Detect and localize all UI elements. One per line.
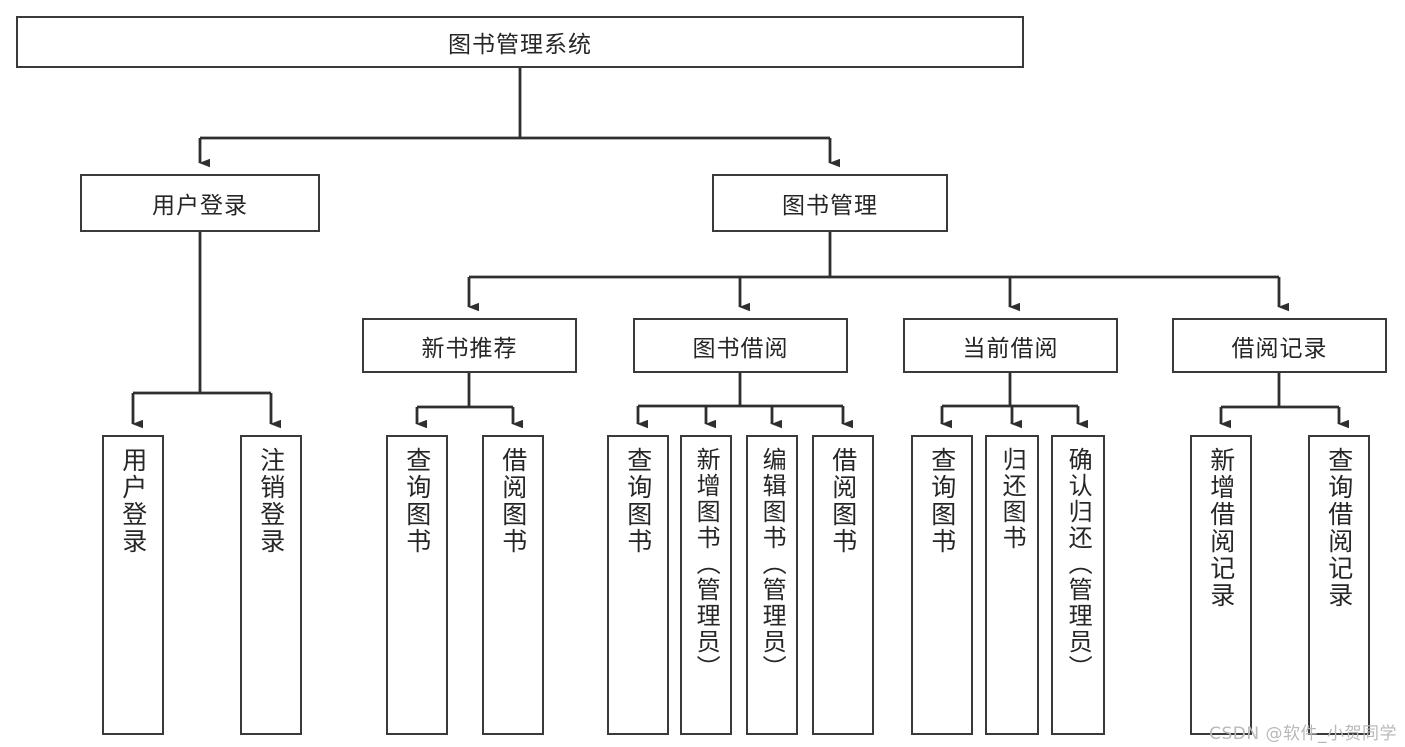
node-book-management-label: 图书管理: [782, 193, 878, 219]
leaf-edit-book-admin[interactable]: 编辑图书（管理员）: [746, 435, 798, 735]
leaf-borrow-book-recommend-label: 借阅图书: [498, 447, 528, 555]
leaf-add-book-admin-label: 新增图书（管理员）: [692, 447, 721, 681]
leaf-user-login-label: 用户登录: [118, 447, 148, 555]
node-current-borrow-label: 当前借阅: [962, 335, 1059, 362]
leaf-user-logout-label: 注销登录: [256, 447, 286, 555]
leaf-return-book-label: 归还图书: [998, 447, 1027, 551]
leaf-query-book-recommend[interactable]: 查询图书: [386, 435, 448, 735]
leaf-return-book[interactable]: 归还图书: [985, 435, 1039, 735]
node-user-login[interactable]: 用户登录: [80, 174, 320, 232]
leaf-confirm-return-admin[interactable]: 确认归还（管理员）: [1051, 435, 1105, 735]
node-root[interactable]: 图书管理系统: [16, 16, 1024, 68]
leaf-edit-book-admin-label: 编辑图书（管理员）: [758, 447, 787, 681]
node-user-login-label: 用户登录: [152, 193, 248, 219]
leaf-query-borrow-record-label: 查询借阅记录: [1324, 447, 1354, 609]
leaf-borrow-book-recommend[interactable]: 借阅图书: [482, 435, 544, 735]
leaf-add-book-admin[interactable]: 新增图书（管理员）: [680, 435, 732, 735]
leaf-confirm-return-admin-label: 确认归还（管理员）: [1064, 447, 1093, 681]
leaf-add-borrow-record[interactable]: 新增借阅记录: [1190, 435, 1252, 735]
leaf-borrow-book[interactable]: 借阅图书: [812, 435, 874, 735]
leaf-user-login[interactable]: 用户登录: [102, 435, 164, 735]
node-book-management[interactable]: 图书管理: [712, 174, 948, 232]
leaf-query-book-current-label: 查询图书: [927, 447, 957, 555]
node-book-borrow[interactable]: 图书借阅: [633, 318, 848, 373]
node-root-label: 图书管理系统: [448, 32, 592, 58]
node-current-borrow[interactable]: 当前借阅: [903, 318, 1118, 373]
node-new-book-recommend[interactable]: 新书推荐: [362, 318, 577, 373]
leaf-query-book-current[interactable]: 查询图书: [911, 435, 973, 735]
node-book-borrow-label: 图书借阅: [692, 335, 789, 362]
leaf-query-book-borrow-label: 查询图书: [623, 447, 653, 555]
node-borrow-record-label: 借阅记录: [1231, 335, 1328, 362]
leaf-query-book-borrow[interactable]: 查询图书: [607, 435, 669, 735]
leaf-add-borrow-record-label: 新增借阅记录: [1206, 447, 1236, 609]
node-borrow-record[interactable]: 借阅记录: [1172, 318, 1387, 373]
leaf-borrow-book-label: 借阅图书: [828, 447, 858, 555]
leaf-query-borrow-record[interactable]: 查询借阅记录: [1308, 435, 1370, 735]
leaf-query-book-recommend-label: 查询图书: [402, 447, 432, 555]
node-new-book-recommend-label: 新书推荐: [421, 335, 518, 362]
leaf-user-logout[interactable]: 注销登录: [240, 435, 302, 735]
csdn-watermark: CSDN @软件_小贺同学: [1209, 724, 1397, 744]
